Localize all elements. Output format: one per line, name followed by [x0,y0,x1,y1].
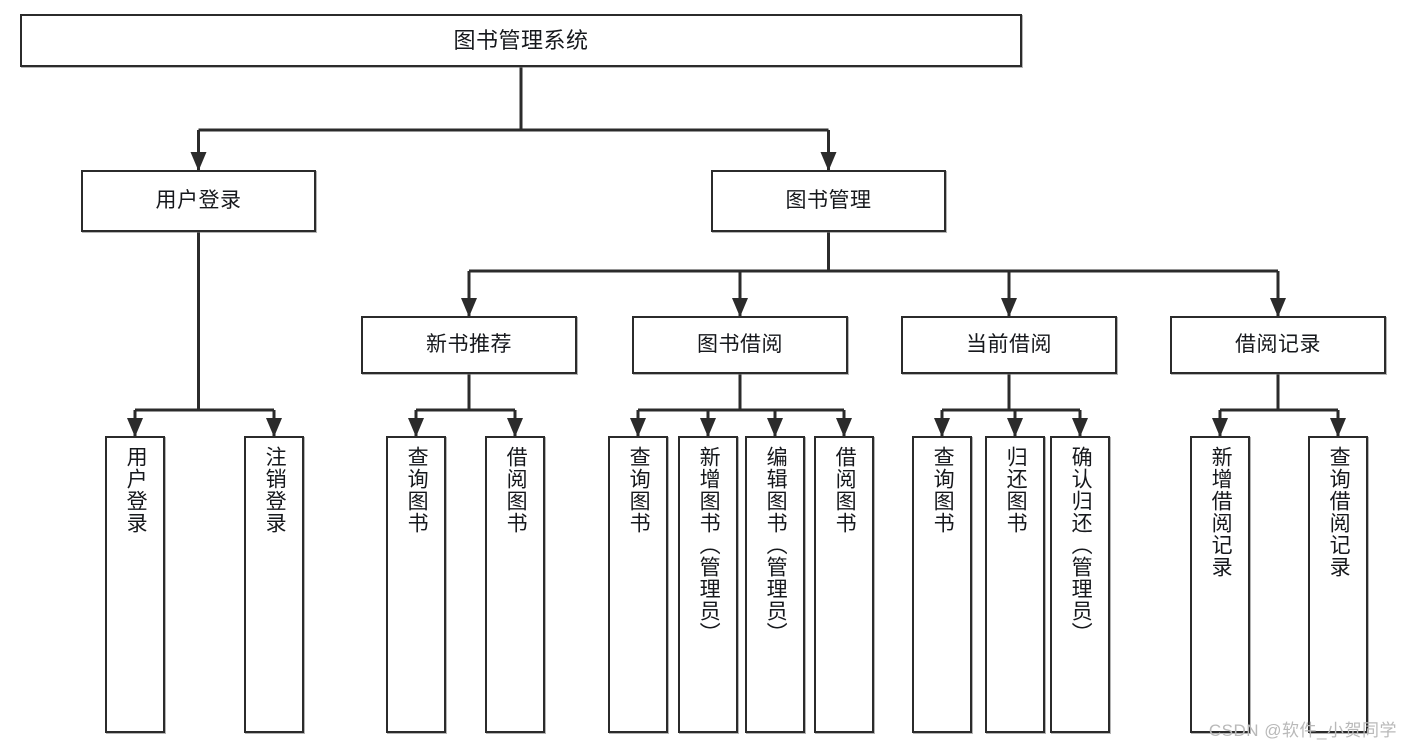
node-user-login[interactable]: 用户登录 [81,170,316,232]
node-leaf-user-logout[interactable]: 注销登录 [244,436,304,733]
node-book-manage[interactable]: 图书管理 [711,170,946,232]
node-new-book-rec[interactable]: 新书推荐 [361,316,577,374]
node-book-borrow[interactable]: 图书借阅 [632,316,848,374]
node-label-leaf-user-logout: 注销登录 [263,446,287,534]
node-label-leaf-br-query: 查询借阅记录 [1327,446,1351,578]
node-leaf-bb-borrow[interactable]: 借阅图书 [814,436,874,733]
node-label-leaf-cb-return: 归还图书 [1004,446,1028,534]
node-leaf-bb-add[interactable]: 新增图书（管理员） [678,436,738,733]
node-label-borrow-record: 借阅记录 [1235,332,1321,356]
node-leaf-cb-confirm[interactable]: 确认归还（管理员） [1050,436,1110,733]
node-leaf-br-add[interactable]: 新增借阅记录 [1190,436,1250,733]
node-label-leaf-cb-confirm: 确认归还（管理员） [1069,446,1093,644]
node-label-book-manage: 图书管理 [785,188,872,212]
node-label-leaf-bb-edit: 编辑图书（管理员） [764,446,788,644]
node-label-leaf-nbr-query: 查询图书 [405,446,429,534]
node-leaf-user-login[interactable]: 用户登录 [105,436,165,733]
node-label-book-borrow: 图书借阅 [697,332,783,356]
node-label-root: 图书管理系统 [453,27,589,53]
node-label-leaf-user-login: 用户登录 [124,446,148,534]
node-leaf-cb-query[interactable]: 查询图书 [912,436,972,733]
node-leaf-nbr-query[interactable]: 查询图书 [386,436,446,733]
node-label-current-borrow: 当前借阅 [966,332,1052,356]
node-current-borrow[interactable]: 当前借阅 [901,316,1117,374]
node-label-leaf-bb-borrow: 借阅图书 [833,446,857,534]
node-borrow-record[interactable]: 借阅记录 [1170,316,1386,374]
node-label-leaf-br-add: 新增借阅记录 [1209,446,1233,578]
node-label-leaf-cb-query: 查询图书 [931,446,955,534]
node-leaf-bb-query[interactable]: 查询图书 [608,436,668,733]
node-label-leaf-nbr-borrow: 借阅图书 [504,446,528,534]
node-leaf-nbr-borrow[interactable]: 借阅图书 [485,436,545,733]
node-leaf-bb-edit[interactable]: 编辑图书（管理员） [745,436,805,733]
csdn-watermark: CSDN @软件_小贺同学 [1208,721,1397,740]
node-leaf-br-query[interactable]: 查询借阅记录 [1308,436,1368,733]
node-label-leaf-bb-query: 查询图书 [627,446,651,534]
node-label-new-book-rec: 新书推荐 [426,332,512,356]
node-leaf-cb-return[interactable]: 归还图书 [985,436,1045,733]
node-root[interactable]: 图书管理系统 [20,14,1022,67]
node-label-user-login: 用户登录 [155,188,242,212]
node-label-leaf-bb-add: 新增图书（管理员） [697,446,721,644]
